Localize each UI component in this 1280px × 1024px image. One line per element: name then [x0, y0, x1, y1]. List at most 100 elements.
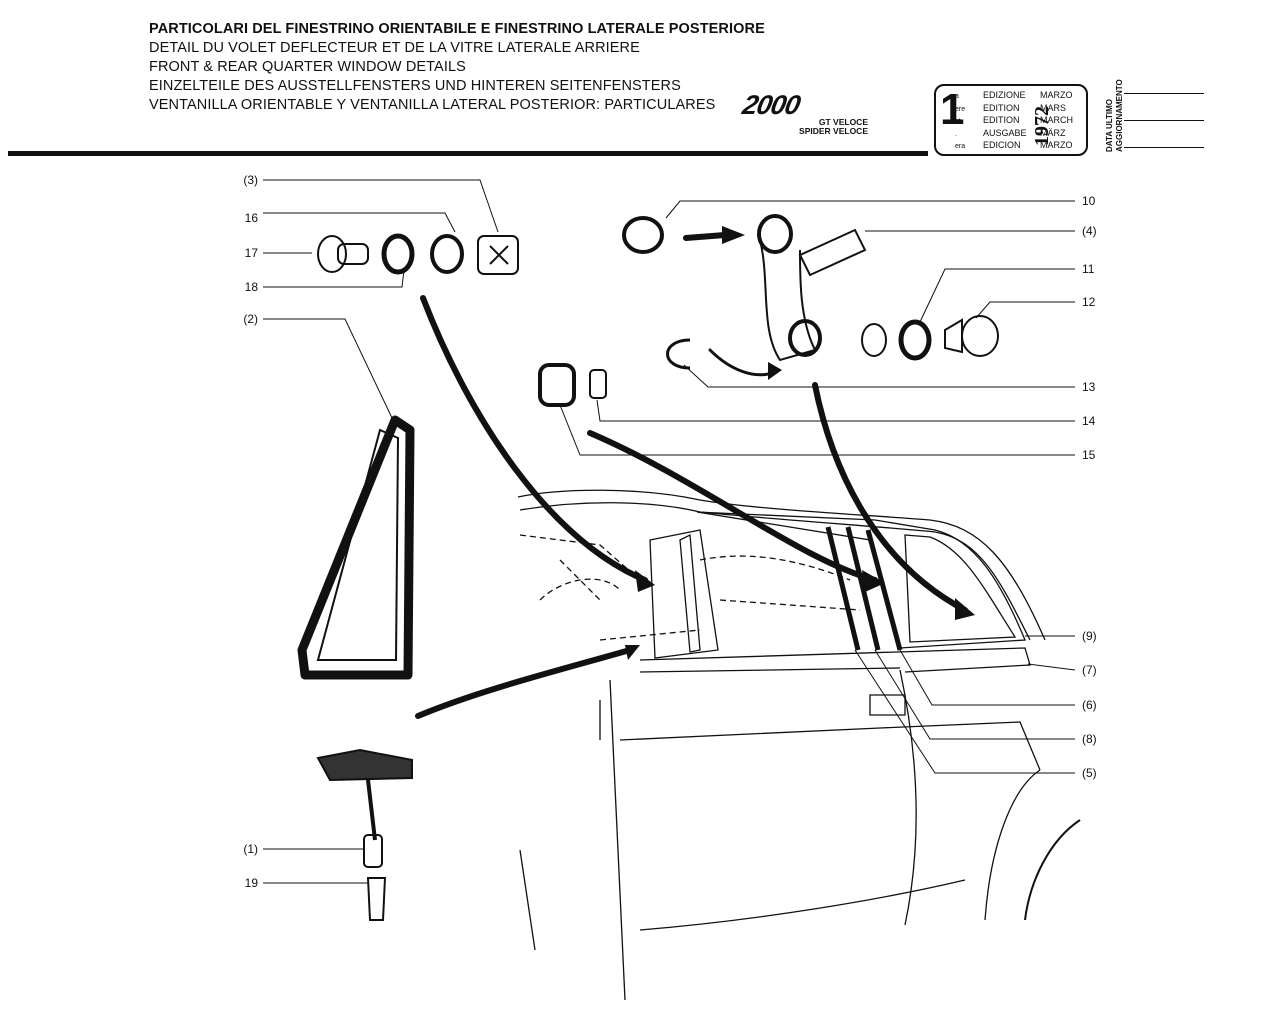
rear-fender-line: [984, 769, 1041, 921]
edition-months: MARZO MARS MARCH MÄRZ MARZO: [1040, 89, 1073, 152]
pivot-assembly: [538, 214, 999, 407]
door-crease: [619, 721, 1041, 771]
bushing-16: [430, 234, 464, 274]
screw-17-shank: [337, 243, 369, 265]
callout-label: 15: [1082, 448, 1096, 462]
callout-label: (9): [1082, 629, 1097, 643]
vent-frame: [649, 529, 719, 659]
suffix-de: .: [955, 130, 957, 138]
callout-label: 18: [245, 280, 259, 294]
arrow-clip: [708, 348, 777, 377]
model-names: GT VELOCE SPIDER VELOCE: [780, 118, 868, 136]
model-gt-veloce: GT VELOCE: [818, 117, 868, 127]
callout-label: (8): [1082, 732, 1097, 746]
arrow-heads: [625, 226, 975, 660]
interior-dashed-lines: [519, 534, 861, 641]
rear-window-frame: [696, 511, 1026, 649]
car-body-outline: [517, 489, 1081, 1001]
suffix-fr: ere: [955, 105, 966, 113]
arrow-to-vent: [420, 295, 648, 583]
washer-18: [381, 233, 415, 275]
callout-label: 16: [245, 211, 259, 225]
title-english: FRONT & REAR QUARTER WINDOW DETAILS: [149, 59, 466, 75]
callout-label: 14: [1082, 414, 1096, 428]
handle-1-sleeve: [363, 834, 383, 868]
edition-word-en: EDITION: [983, 115, 1020, 125]
edition-box: 1 a ere st . era EDIZIONE EDITION EDITIO…: [934, 84, 1088, 156]
leader-lines: [263, 179, 1076, 884]
header-rule: [8, 151, 928, 156]
update-line: [1124, 93, 1204, 94]
grommet-10: [622, 216, 664, 254]
callout-label: (3): [243, 173, 258, 187]
suffix-it: a: [955, 93, 959, 100]
callout-label: 10: [1082, 194, 1096, 208]
arrow-to-bracket: [683, 232, 728, 241]
washer-11b: [898, 319, 932, 361]
small-parts-left: [317, 233, 519, 275]
edition-word-fr: EDITION: [983, 102, 1020, 113]
callout-label: 17: [245, 246, 259, 260]
vent-divider: [679, 533, 701, 653]
belt-line-lower: [639, 667, 901, 673]
bracket-4-boss: [757, 214, 793, 254]
belt-line: [639, 647, 1031, 673]
edition-suffixes: a ere st . era: [955, 91, 965, 154]
sleeve-15: [538, 363, 576, 407]
title-french: DETAIL DU VOLET DEFLECTEUR ET DE LA VITR…: [149, 40, 640, 56]
roof-inner-line: [519, 502, 1031, 641]
suffix-en: st: [955, 118, 961, 125]
pin-14: [589, 369, 607, 399]
month-es: MARZO: [1040, 140, 1073, 150]
update-line: [1124, 147, 1204, 148]
callout-label: (2): [243, 312, 258, 326]
model-spider-veloce: SPIDER VELOCE: [799, 126, 868, 136]
rear-quarter-glass: [904, 534, 1017, 643]
bracket-4-arm: [759, 239, 817, 362]
washer-11a: [861, 323, 887, 357]
title-block: PARTICOLARI DEL FINESTRINO ORIENTABILE E…: [149, 20, 765, 115]
callout-label: (6): [1082, 698, 1097, 712]
title-italian: PARTICOLARI DEL FINESTRINO ORIENTABILE E…: [149, 21, 765, 37]
arrow-from-seal: [415, 647, 633, 719]
month-de: MÄRZ: [1040, 127, 1066, 138]
callout-label: 12: [1082, 295, 1096, 309]
front-fender-line: [519, 849, 536, 951]
cap-12: [961, 315, 999, 357]
assembly-arrows: [415, 232, 968, 719]
door-handle: [869, 694, 906, 716]
callout-label: 13: [1082, 380, 1096, 394]
arrow-to-channel: [587, 430, 878, 583]
month-en: MARCH: [1040, 115, 1073, 125]
month-it: MARZO: [1040, 90, 1073, 100]
door-rear-edge: [899, 669, 917, 926]
screw-17: [317, 235, 347, 273]
handle-1-knob: [316, 748, 413, 782]
sill-line: [639, 879, 966, 931]
cap-12-stem: [944, 318, 963, 354]
callout-label: (1): [243, 842, 258, 856]
quarter-window-seal: [297, 415, 415, 680]
callout-label: 19: [245, 876, 259, 890]
edition-number: 1: [940, 85, 965, 134]
wheel-arch: [1024, 819, 1081, 921]
arrow-to-quarter: [812, 382, 968, 613]
roof-line: [517, 489, 1046, 641]
door-front-edge: [609, 679, 626, 1001]
edition-words: EDIZIONE EDITION EDITION AUSGABE EDICION: [983, 89, 1027, 152]
callout-label: 11: [1082, 262, 1095, 276]
edition-word-it: EDIZIONE: [983, 90, 1026, 100]
title-spanish: VENTANILLA ORIENTABLE Y VENTANILLA LATER…: [149, 97, 716, 113]
edition-word-de: AUSGABE: [983, 127, 1027, 138]
screw-19: [366, 877, 387, 921]
window-handle-assembly: [316, 748, 413, 921]
clip-13: [666, 338, 691, 370]
steering-wheel-dashed: [539, 578, 621, 601]
month-fr: MARS: [1040, 102, 1067, 113]
suffix-es: era: [955, 143, 966, 150]
callout-label: (7): [1082, 663, 1097, 677]
handle-1-shaft: [366, 779, 377, 841]
cap-3: [477, 235, 519, 275]
